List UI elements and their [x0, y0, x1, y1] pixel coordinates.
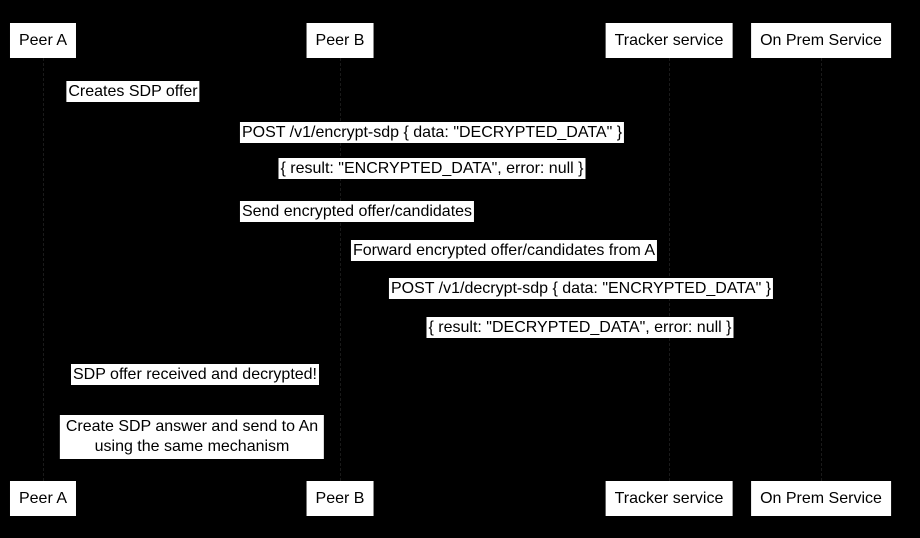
message-result-decrypted-data: { result: "DECRYPTED_DATA", error: null … [426, 317, 734, 338]
actor-peer-b-top: Peer B [306, 23, 374, 58]
message-result-encrypted-data: { result: "ENCRYPTED_DATA", error: null … [278, 158, 586, 179]
actor-tracker-service-bottom: Tracker service [605, 481, 733, 516]
note-line-1: Create SDP answer and send to An [65, 418, 319, 435]
lifeline-peer-a [43, 58, 44, 481]
message-post-decrypt-sdp: POST /v1/decrypt-sdp { data: "ENCRYPTED_… [388, 278, 774, 299]
note-line-2: using the same mechanism [94, 438, 290, 455]
lifeline-on-prem-service [821, 58, 822, 481]
actor-on-prem-service-top: On Prem Service [751, 23, 891, 58]
actor-peer-a-top: Peer A [9, 23, 77, 58]
message-send-encrypted-offer: Send encrypted offer/candidates [239, 201, 475, 222]
lifeline-tracker-service [669, 58, 670, 481]
message-sdp-offer-received: SDP offer received and decrypted! [71, 364, 319, 385]
lifeline-peer-b [340, 58, 341, 481]
actor-tracker-service-top: Tracker service [605, 23, 733, 58]
message-post-encrypt-sdp: POST /v1/encrypt-sdp { data: "DECRYPTED_… [239, 122, 625, 143]
actor-on-prem-service-bottom: On Prem Service [751, 481, 891, 516]
note-create-sdp-answer: Create SDP answer and send to An using t… [59, 415, 325, 459]
actor-peer-a-bottom: Peer A [9, 481, 77, 516]
message-forward-encrypted-offer: Forward encrypted offer/candidates from … [350, 240, 658, 261]
actor-peer-b-bottom: Peer B [306, 481, 374, 516]
message-creates-sdp-offer: Creates SDP offer [66, 81, 200, 102]
